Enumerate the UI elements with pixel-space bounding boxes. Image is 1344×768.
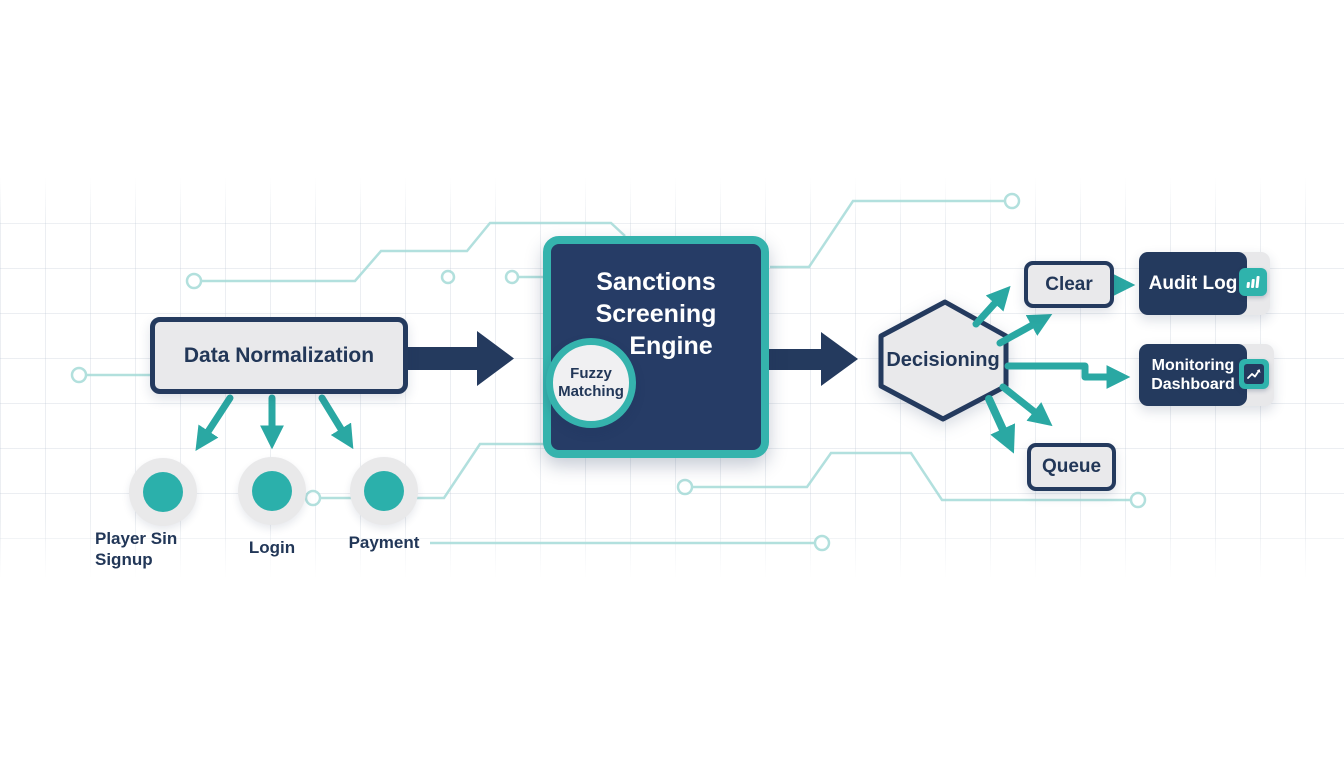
- arrow-to-payment: [318, 394, 354, 450]
- flow-block-arrows: [408, 331, 858, 386]
- monitoring-dashboard-node: Monitoring Dashboard: [1139, 344, 1274, 406]
- teal-dot-icon: [252, 471, 292, 511]
- queue-label: Queue: [1041, 456, 1102, 477]
- arrow-to-player-signup: [195, 394, 234, 451]
- login-label: Login: [248, 538, 296, 557]
- arrow-decisioning-to-auditlog: [996, 313, 1053, 347]
- arrow-engine-to-decisioning: [768, 332, 858, 386]
- arrow-normalization-to-engine: [408, 331, 514, 386]
- login-node: [238, 457, 306, 525]
- bar-chart-icon: [1239, 268, 1267, 296]
- clear-node: Clear: [1024, 261, 1114, 308]
- line-chart-icon-inner: [1244, 364, 1264, 384]
- player-signup-node: [129, 458, 197, 526]
- teal-arrows: [195, 273, 1136, 454]
- engine-title-line3: Engine: [629, 332, 713, 360]
- monitoring-label-line1: Monitoring: [1151, 357, 1235, 374]
- decisioning-label: Decisioning: [886, 349, 1000, 371]
- engine-title-line2: Screening: [595, 300, 717, 328]
- arrow-decisioning-to-queue: [985, 395, 1016, 454]
- arrow-decisioning-down-right: [999, 383, 1053, 427]
- audit-log-label: Audit Log: [1148, 272, 1238, 294]
- monitoring-label-line2: Dashboard: [1151, 376, 1235, 393]
- engine-title-line1: Sanctions: [596, 268, 716, 296]
- engine-title: Sanctions Screening Engine: [551, 244, 761, 362]
- audit-log-panel: Audit Log: [1139, 252, 1247, 315]
- player-signup-label-line1: Player Sin: [95, 529, 178, 548]
- payment-node: [350, 457, 418, 525]
- teal-dot-icon: [143, 472, 183, 512]
- monitoring-dashboard-panel: Monitoring Dashboard: [1139, 344, 1247, 406]
- fuzzy-label-line1: Fuzzy: [570, 365, 612, 382]
- fuzzy-label-line2: Matching: [558, 383, 624, 400]
- queue-node: Queue: [1027, 443, 1116, 491]
- data-normalization-label: Data Normalization: [183, 343, 375, 367]
- circuit-traces: [70, 192, 1147, 552]
- fuzzy-matching-badge: Fuzzy Matching: [546, 338, 636, 428]
- data-normalization-node: Data Normalization: [150, 317, 408, 394]
- arrow-decisioning-to-clear: [972, 285, 1011, 328]
- arrow-decisioning-to-monitoring: [1004, 362, 1131, 389]
- player-signup-label: Player Sin Signup: [95, 528, 205, 570]
- monitoring-dashboard-label: Monitoring Dashboard: [1151, 356, 1235, 394]
- fuzzy-matching-label: Fuzzy Matching: [558, 365, 624, 401]
- line-chart-icon: [1239, 359, 1269, 389]
- audit-log-node: Audit Log: [1139, 252, 1270, 315]
- teal-dot-icon: [364, 471, 404, 511]
- payment-label: Payment: [348, 533, 420, 552]
- clear-label: Clear: [1045, 273, 1093, 295]
- player-signup-label-line2: Signup: [95, 550, 153, 569]
